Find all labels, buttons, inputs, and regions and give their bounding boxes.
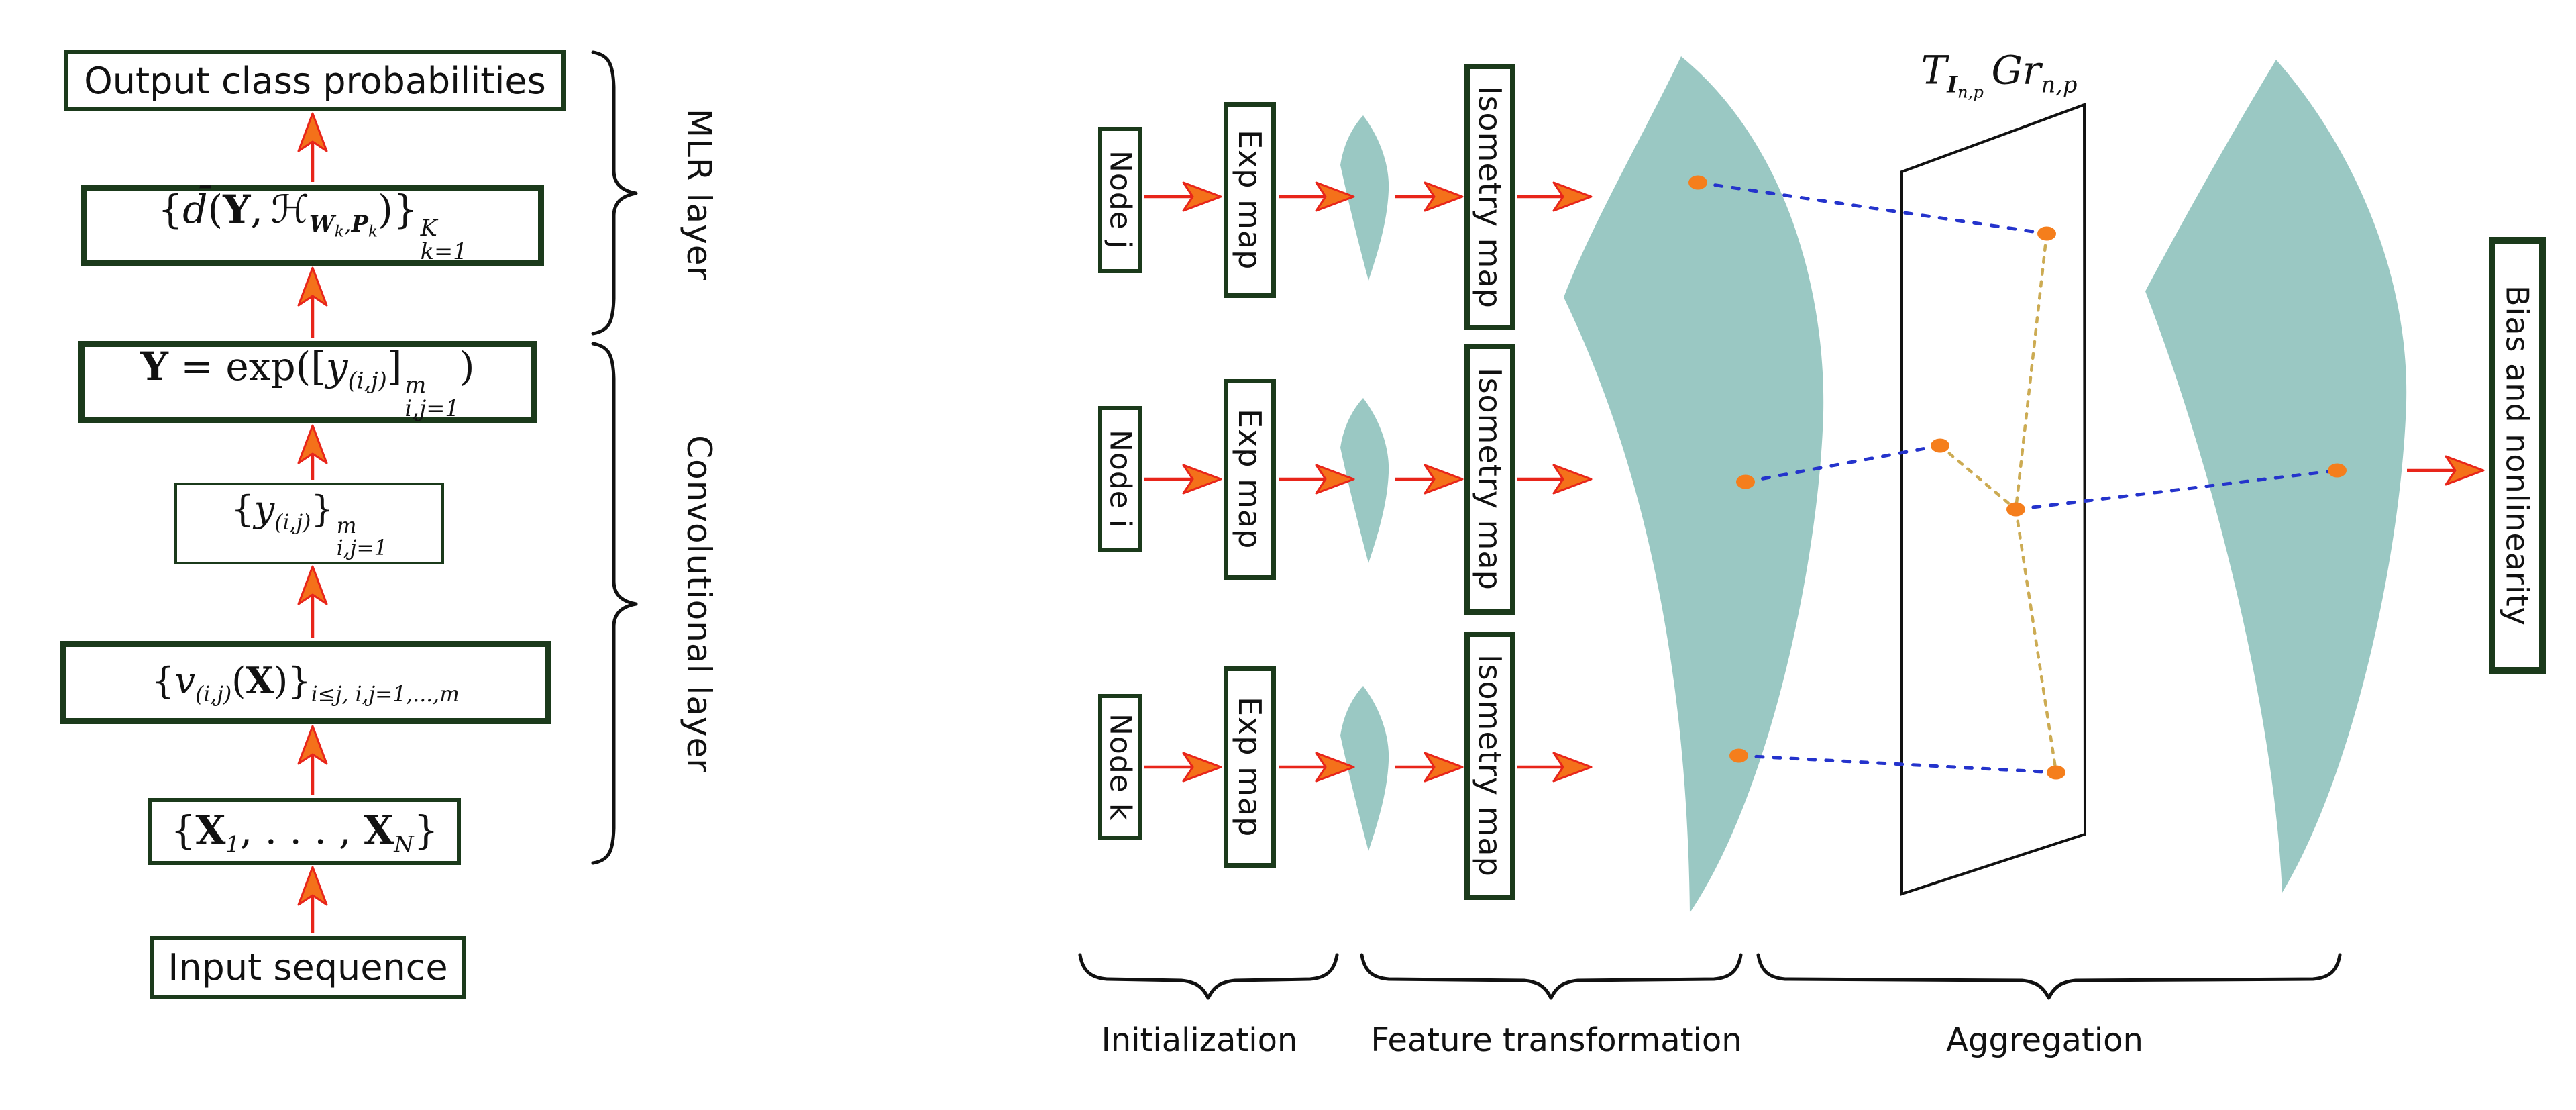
stage-label-initialization: Initialization: [1101, 1021, 1298, 1059]
flow-arrow: [299, 867, 327, 933]
isometry-map-label: Isometry map: [1472, 85, 1508, 309]
manifold-right: [2145, 60, 2407, 893]
projection-line-j: [1696, 181, 2049, 236]
flow-arrow: [1279, 183, 1354, 211]
exp-map-box-j: Exp map: [1224, 102, 1276, 298]
flow-arrow: [1395, 183, 1462, 211]
exp-map-box-i: Exp map: [1224, 379, 1276, 580]
bias-nonlinearity-label: Bias and nonlinearity: [2499, 285, 2536, 626]
node-label: Node j: [1103, 150, 1138, 250]
isometry-map-label: Isometry map: [1472, 654, 1508, 877]
flow-arrow: [1279, 465, 1354, 493]
flow-arrow: [1144, 753, 1221, 781]
isometry-map-label: Isometry map: [1472, 368, 1508, 591]
box-label: Input sequence: [168, 946, 448, 989]
manifold-left: [1564, 56, 1824, 913]
point-plane-top: [2037, 226, 2056, 241]
convolutional-layer-brace: [591, 342, 638, 865]
tangent-plane: [1900, 103, 2087, 896]
conv-feature-set-box: {v(i,j)(X)}i≤j, i,j=1,...,m: [60, 641, 551, 724]
point-output-manifold: [2328, 463, 2347, 478]
flow-arrow: [1395, 465, 1462, 493]
projection-line-output: [2014, 468, 2339, 511]
aggregation-line-bottom: [2014, 507, 2058, 774]
projection-line-k: [1737, 754, 2058, 774]
exp-map-box-k: Exp map: [1224, 666, 1276, 868]
exp-map-label: Exp map: [1232, 130, 1268, 270]
flow-arrow: [1517, 183, 1591, 211]
aggregation-line-top: [2014, 232, 2049, 511]
node-j-box: Node j: [1098, 127, 1142, 273]
node-k-box: Node k: [1098, 694, 1142, 840]
box-formula: {v(i,j)(X)}i≤j, i,j=1,...,m: [152, 659, 460, 707]
flow-arrow: [1517, 753, 1591, 781]
flow-arrow: [1279, 753, 1354, 781]
point-manifold-i: [1736, 474, 1755, 489]
feature-transformation-brace: [1360, 953, 1743, 1000]
stage-label-aggregation: Aggregation: [1946, 1021, 2143, 1059]
input-sequence-box: Input sequence: [150, 936, 466, 999]
convolutional-layer-label: Convolutional layer: [680, 435, 718, 773]
initialization-brace: [1078, 953, 1339, 1000]
bias-nonlinearity-box: Bias and nonlinearity: [2489, 237, 2546, 674]
left-flow-arrows: [299, 113, 327, 933]
box-label: Output class probabilities: [84, 60, 546, 102]
exp-map-label: Exp map: [1232, 409, 1268, 550]
node-label: Node i: [1103, 430, 1138, 529]
stage-label-feature-transformation: Feature transformation: [1371, 1021, 1742, 1059]
flow-arrow: [299, 268, 327, 338]
point-plane-center: [2006, 502, 2025, 517]
aggregation-brace: [1756, 953, 2342, 1000]
isometry-map-box-j: Isometry map: [1464, 64, 1515, 330]
flow-arrow: [299, 566, 327, 638]
flow-arrow: [299, 113, 327, 182]
box-formula: {X1, . . . , XN}: [170, 807, 439, 858]
tangent-plane-title: TIn,p Grn,p: [1921, 47, 2078, 102]
flow-arrow: [1395, 753, 1462, 781]
flow-arrow: [1144, 465, 1221, 493]
node-label: Node k: [1103, 713, 1138, 821]
flow-arrow: [1517, 465, 1591, 493]
point-manifold-k: [1729, 748, 1748, 763]
mlr-layer-brace: [591, 50, 638, 336]
point-plane-left: [1931, 438, 1949, 453]
pipeline-arrows: [1144, 183, 2483, 781]
point-manifold-j: [1688, 175, 1707, 190]
exp-map-label: Exp map: [1232, 697, 1268, 838]
point-plane-bottom: [2047, 765, 2065, 780]
flow-arrow: [299, 425, 327, 480]
aggregation-line-left: [1938, 444, 2018, 511]
mlr-layer-label: MLR layer: [680, 108, 718, 281]
node-i-box: Node i: [1098, 406, 1142, 552]
isometry-map-box-i: Isometry map: [1464, 344, 1515, 615]
input-matrix-set-box: {X1, . . . , XN}: [148, 798, 461, 865]
isometry-map-box-k: Isometry map: [1464, 632, 1515, 900]
flow-arrow: [299, 726, 327, 795]
output-class-probabilities-box: Output class probabilities: [64, 50, 566, 111]
flow-arrow: [1144, 183, 1221, 211]
projection-line-i: [1743, 444, 1942, 484]
flow-arrow: [2407, 456, 2483, 485]
